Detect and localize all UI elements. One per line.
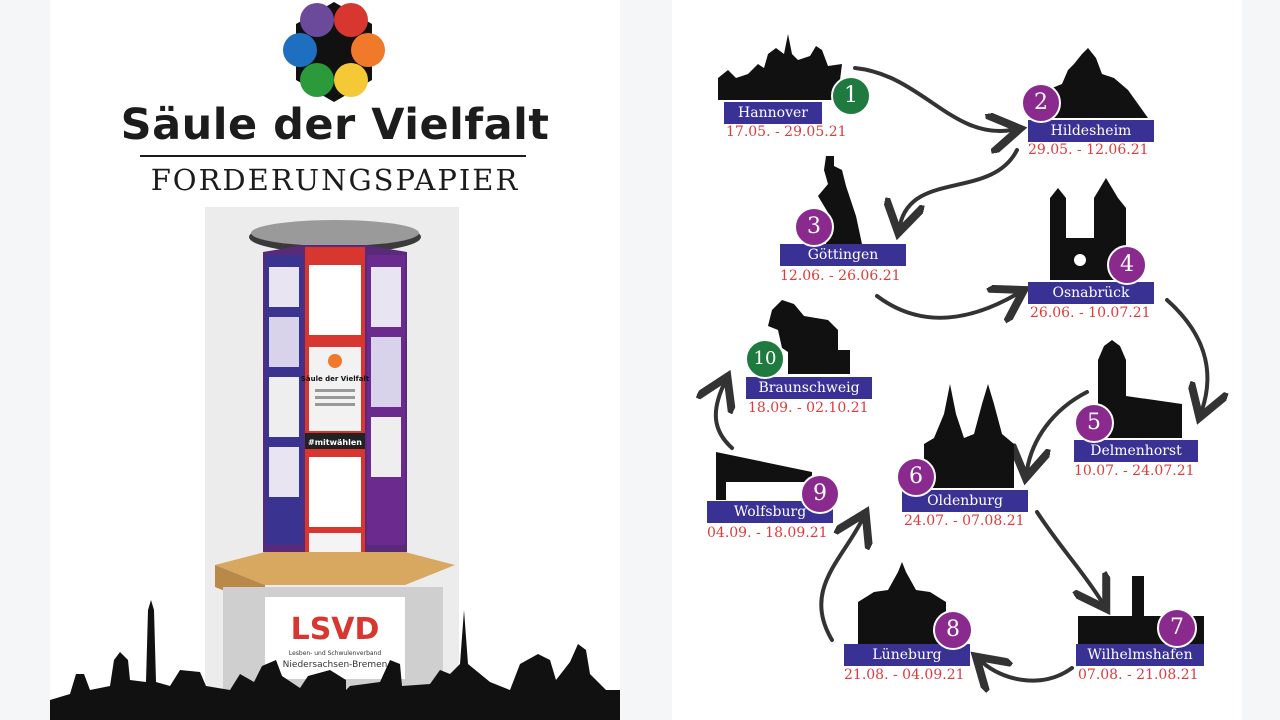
stop-dates: 07.08. - 21.08.21 (1078, 667, 1199, 683)
delmenhorst-town-hall-icon (1098, 340, 1182, 438)
braunschweig-lion-icon (768, 300, 850, 374)
page-subtitle: FORDERUNGSPAPIER (150, 163, 520, 197)
city-skyline-silhouette (50, 600, 620, 720)
lueneburg-town-hall-icon (858, 562, 946, 644)
hildesheim-castle-icon (1048, 48, 1148, 118)
stop-number-badge: 4 (1107, 245, 1147, 285)
stop-dates: 12.06. - 26.06.21 (780, 268, 901, 284)
stop-number-badge: 1 (831, 76, 871, 116)
stop-city-label: Göttingen (780, 244, 906, 266)
page-title: Säule der Vielfalt (120, 100, 550, 150)
stop-city-label: Hildesheim (1028, 120, 1154, 142)
diversity-logo (283, 2, 385, 102)
stop-dates: 04.09. - 18.09.21 (707, 525, 828, 541)
stop-city-label: Wolfsburg (707, 501, 833, 523)
hannover-skyline-icon (718, 34, 848, 100)
stop-number-badge: 7 (1157, 608, 1197, 648)
stop-number-badge: 5 (1074, 403, 1114, 443)
stop-number-badge: 8 (933, 610, 973, 650)
left-page: Säule der Vielfalt FORDERUNGSPAPIER Säul… (50, 0, 620, 720)
wolfsburg-building-icon (716, 452, 812, 500)
poster-title: Säule der Vielfalt (301, 375, 370, 383)
org-caption-line1: Lesben- und Schwulenverband (289, 650, 382, 657)
stop-city-label: Osnabrück (1028, 282, 1154, 304)
stop-number-badge: 6 (896, 457, 936, 497)
stop-city-label: Lüneburg (844, 644, 970, 666)
poster-hashtag: #mitwählen (308, 438, 362, 447)
oldenburg-church-icon (924, 384, 1014, 488)
org-logo: LSVD (291, 612, 380, 647)
stop-dates: 24.07. - 07.08.21 (904, 513, 1025, 529)
org-caption-line2: Niedersachsen-Bremen (283, 660, 388, 670)
stop-dates: 26.06. - 10.07.21 (1030, 305, 1151, 321)
stop-city-label: Wilhelmshafen (1076, 644, 1204, 666)
stop-number-badge: 10 (745, 339, 785, 379)
stop-city-label: Oldenburg (902, 490, 1028, 512)
osnabrueck-cathedral-icon (1050, 178, 1126, 280)
stop-dates: 21.08. - 04.09.21 (844, 667, 965, 683)
stop-city-label: Braunschweig (746, 377, 872, 399)
stop-dates: 29.05. - 12.06.21 (1028, 142, 1149, 158)
stop-dates: 10.07. - 24.07.21 (1074, 463, 1195, 479)
right-page-tour-map: Hannover 17.05. - 29.05.21 1 Hildesheim … (672, 0, 1242, 720)
gaenseliesel-statue-icon (818, 156, 862, 244)
stop-city-label: Hannover (724, 102, 822, 124)
stop-number-badge: 9 (800, 474, 840, 514)
stop-number-badge: 3 (794, 207, 834, 247)
title-divider (140, 155, 526, 157)
stop-dates: 17.05. - 29.05.21 (726, 124, 847, 140)
stop-number-badge: 2 (1021, 83, 1061, 123)
stop-dates: 18.09. - 02.10.21 (748, 400, 869, 416)
stop-city-label: Delmenhorst (1074, 440, 1198, 462)
